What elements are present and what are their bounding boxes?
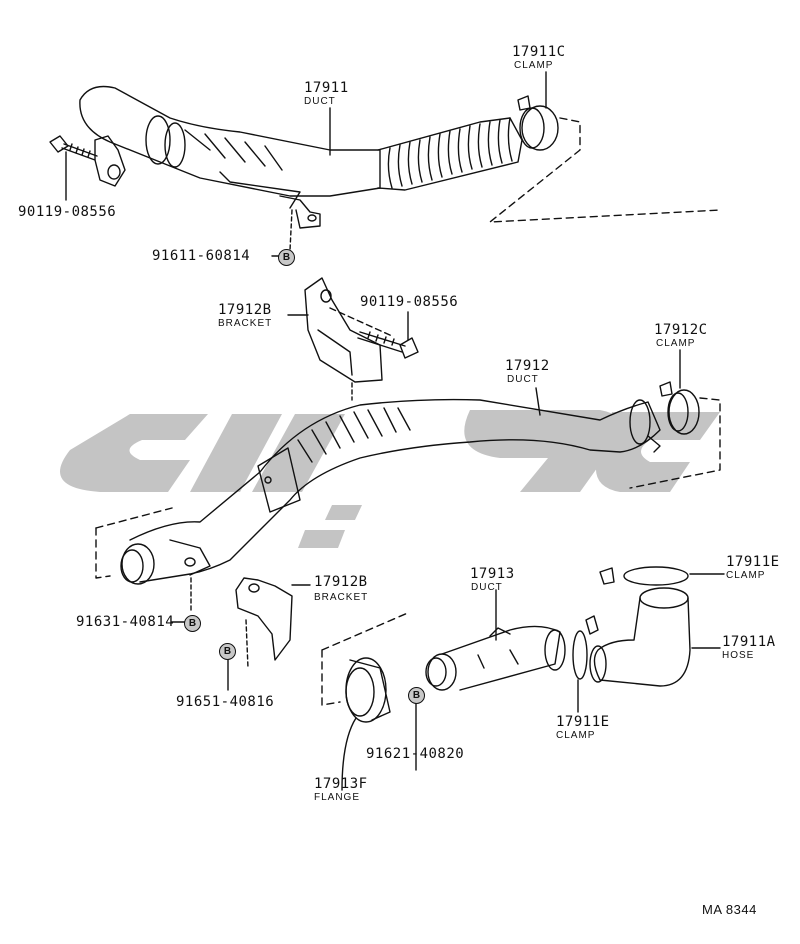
- figure-reference: MA 8344: [702, 902, 757, 917]
- bracket-17912B-upper: [304, 277, 383, 383]
- part-name-label: DUCT: [471, 582, 503, 593]
- part-number-label: 17912B: [314, 574, 368, 590]
- part-name-label: DUCT: [304, 96, 336, 107]
- bolt-marker-b: B: [184, 615, 201, 632]
- part-number-label: 91621-40820: [366, 746, 465, 762]
- bracket-17912B-lower: [235, 577, 293, 661]
- part-number-label: 17913: [470, 566, 515, 582]
- part-name-label: CLAMP: [556, 730, 596, 741]
- part-name-label: CLAMP: [656, 338, 696, 349]
- dashed-guide-top: [489, 117, 721, 223]
- part-number-label: 91651-40816: [176, 694, 275, 710]
- part-name-label: CLAMP: [726, 570, 766, 581]
- bolt-90119-top: [49, 135, 98, 161]
- part-number-label: 17913F: [314, 776, 368, 792]
- part-number-label: 91611-60814: [152, 248, 251, 264]
- part-number-label: 90119-08556: [360, 294, 459, 310]
- duct-17911: [79, 85, 523, 229]
- duct-17913: [425, 625, 566, 691]
- part-number-label: 17911E: [556, 714, 610, 730]
- clamp-17911C: [517, 95, 559, 151]
- bolt-marker-b: B: [278, 249, 295, 266]
- part-name-label: BRACKET: [314, 592, 369, 603]
- clamp-17911E-lower: [572, 615, 599, 680]
- flange-17913F: [345, 657, 391, 723]
- part-number-label: 90119-08556: [18, 204, 117, 220]
- watermark-logo: [60, 410, 720, 548]
- part-number-label: 17911E: [726, 554, 780, 570]
- part-number-label: 17911C: [512, 44, 566, 60]
- part-number-label: 17911: [304, 80, 349, 96]
- part-number-label: 17911A: [722, 634, 776, 650]
- hose-17911A: [589, 587, 691, 687]
- bolt-marker-b: B: [408, 687, 425, 704]
- duct-17912: [120, 398, 661, 585]
- dashed-guide-mid: [95, 397, 721, 579]
- clamp-17912C: [659, 381, 700, 435]
- bolt-marker-b: B: [219, 643, 236, 660]
- part-name-label: FLANGE: [314, 792, 361, 803]
- clamp-17911E-upper: [599, 566, 689, 586]
- part-number-label: 17912C: [654, 322, 708, 338]
- part-name-label: CLAMP: [514, 60, 554, 71]
- part-number-label: 91631-40814: [76, 614, 175, 630]
- bolt-90119-mid: [357, 331, 419, 359]
- part-name-label: DUCT: [507, 374, 539, 385]
- part-name-label: HOSE: [722, 650, 755, 661]
- part-number-label: 17912B: [218, 302, 272, 318]
- part-number-label: 17912: [505, 358, 550, 374]
- part-name-label: BRACKET: [218, 318, 273, 329]
